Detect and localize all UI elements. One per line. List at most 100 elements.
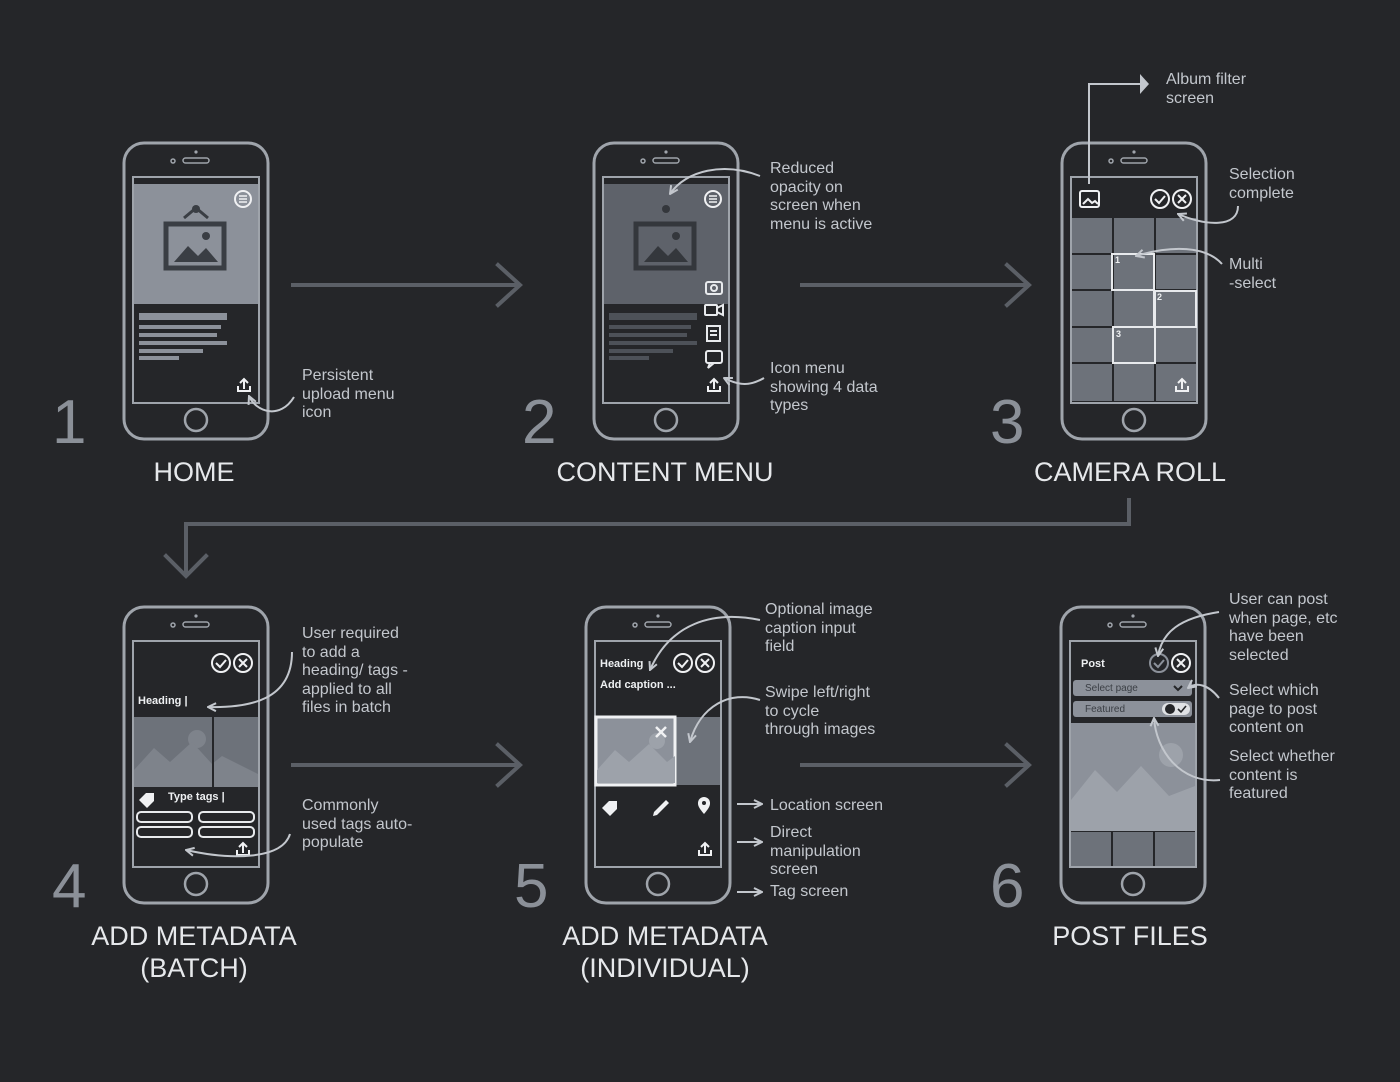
note-selection-complete: Selection complete	[1229, 166, 1295, 202]
check-icon	[673, 653, 693, 673]
heading-input[interactable]: Heading	[600, 658, 644, 670]
photo-grid	[1072, 218, 1196, 401]
video-icon	[704, 303, 724, 317]
multi-select-boxes	[1111, 253, 1197, 364]
album-filter-arrowhead	[1140, 74, 1149, 94]
note-direct-manipulation: Direct manipulation screen	[770, 824, 861, 879]
close-icon	[695, 653, 715, 673]
upload-icon	[236, 841, 250, 856]
tag-icon	[139, 793, 154, 808]
suggested-tags	[136, 811, 255, 838]
step-number: 1	[52, 388, 87, 457]
location-pin-icon	[698, 797, 710, 814]
annotation-arrows	[186, 168, 1239, 892]
close-icon	[1171, 653, 1191, 673]
note-location: Location screen	[770, 797, 883, 814]
menu-icon	[704, 190, 722, 208]
phone-content-menu	[592, 141, 740, 441]
close-icon	[233, 653, 253, 673]
phone-add-metadata-individual	[584, 605, 732, 905]
step-number: 6	[990, 852, 1025, 921]
pencil-icon	[653, 800, 669, 816]
note-select-featured: Select whether content is featured	[1229, 748, 1335, 803]
featured-label[interactable]: Featured	[1085, 704, 1126, 715]
flow-arrowhead-1-2	[495, 262, 523, 308]
image-icon	[163, 205, 227, 271]
note-optional-caption: Optional image caption input field	[765, 601, 873, 656]
note-reduced-opacity: Reduced opacity on screen when menu is a…	[770, 160, 873, 233]
phone-camera-roll	[1060, 141, 1208, 441]
note-commonly-used: Commonly used tags auto- populate	[302, 797, 413, 852]
album-filter-connector	[1088, 83, 1142, 184]
flow-arrowhead-5-6	[1004, 742, 1032, 788]
image-icon	[633, 205, 697, 271]
step-number: 5	[514, 852, 549, 921]
caption-input[interactable]: Add caption ...	[600, 679, 676, 691]
step-title: ADD METADATA (BATCH)	[91, 921, 297, 983]
note-tag-screen: Tag screen	[770, 883, 849, 900]
chevron-down-icon	[1173, 685, 1183, 692]
camera-icon	[705, 281, 723, 295]
home-button	[1120, 871, 1146, 897]
note-persistent-upload: Persistent upload menu icon	[302, 367, 395, 422]
step-number: 4	[52, 852, 87, 921]
step-title: POST FILES	[1052, 921, 1208, 951]
step-title: CONTENT MENU	[556, 457, 774, 487]
upload-icon	[698, 841, 712, 856]
album-filter-icon	[1079, 190, 1100, 208]
flow-arrowhead-3-4	[163, 553, 209, 579]
heading-input[interactable]: Heading |	[138, 695, 188, 707]
note-user-required: User required to add a heading/ tags - a…	[302, 625, 408, 717]
home-button	[645, 871, 671, 897]
step-title: HOME	[153, 457, 235, 487]
note-multi-select: Multi -select	[1229, 256, 1277, 292]
menu-icon	[234, 190, 252, 208]
selection-number: 1	[1115, 255, 1121, 265]
remove-image-icon	[655, 726, 667, 738]
note-user-can-post: User can post when page, etc have been s…	[1229, 591, 1338, 664]
note-icon-menu: Icon menu showing 4 data types	[770, 360, 878, 415]
batch-images	[134, 717, 258, 787]
thumbnail-strip	[1071, 832, 1195, 866]
tag-icon	[602, 801, 617, 816]
select-page-dropdown	[1073, 680, 1192, 696]
check-icon	[1150, 189, 1170, 209]
body-text-lines	[139, 313, 227, 360]
post-label: Post	[1081, 658, 1105, 670]
flow-arrow-3-4	[184, 498, 1131, 577]
upload-icon	[707, 377, 721, 392]
step-number: 2	[522, 388, 557, 457]
toggle-icon	[1162, 703, 1190, 715]
image-carousel	[594, 715, 720, 787]
upload-icon	[1175, 377, 1189, 392]
home-button	[653, 407, 679, 433]
flow-arrowhead-2-3	[1004, 262, 1032, 308]
check-icon	[211, 653, 231, 673]
dimmed-text-lines	[609, 313, 697, 360]
chat-icon	[705, 350, 723, 369]
note-swipe: Swipe left/right to cycle through images	[765, 684, 876, 739]
post-preview-image	[1071, 723, 1195, 831]
document-icon	[706, 325, 721, 342]
step-title: ADD METADATA (INDIVIDUAL)	[562, 921, 768, 983]
home-button	[183, 407, 209, 433]
note-album-filter: Album filter screen	[1166, 71, 1247, 107]
upload-icon	[237, 377, 251, 392]
flow-arrowhead-4-5	[495, 742, 523, 788]
note-select-page: Select which page to post content on	[1229, 682, 1319, 737]
step-number: 3	[990, 388, 1025, 457]
phone-home	[122, 141, 270, 441]
flow-arrows	[163, 262, 1131, 788]
home-button	[183, 871, 209, 897]
featured-row	[1073, 701, 1192, 717]
phone-add-metadata-batch	[122, 605, 270, 905]
close-icon	[1172, 189, 1192, 209]
step-title: CAMERA ROLL	[1033, 457, 1227, 487]
phone-post-files	[1059, 605, 1207, 905]
home-button	[1121, 407, 1147, 433]
select-page-label[interactable]: Select page	[1085, 683, 1138, 694]
selection-number: 3	[1116, 329, 1122, 339]
selection-number: 2	[1157, 292, 1163, 302]
tags-input[interactable]: Type tags |	[168, 791, 225, 803]
